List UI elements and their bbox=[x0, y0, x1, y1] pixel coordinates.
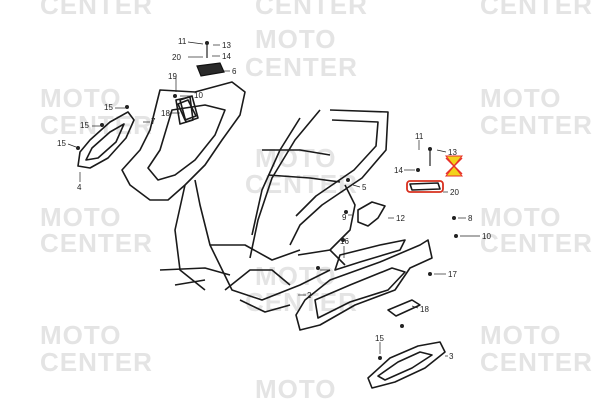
watermark-text: MOTO bbox=[480, 320, 562, 350]
callout-15: 15 bbox=[104, 103, 113, 112]
callout-15: 15 bbox=[375, 334, 384, 343]
callout-2: 2 bbox=[307, 291, 312, 300]
watermark-text: MOTO bbox=[40, 83, 122, 113]
highlight-outline bbox=[406, 180, 444, 193]
callout-12: 12 bbox=[396, 214, 405, 223]
watermark-text: MOTO bbox=[255, 143, 337, 173]
watermark-text: CENTER bbox=[255, 0, 368, 20]
callout-17: 17 bbox=[448, 270, 457, 279]
bolt-icon bbox=[76, 146, 80, 150]
bolt-icon bbox=[100, 123, 104, 127]
watermark-text: CENTER bbox=[40, 228, 153, 258]
callout-16: 16 bbox=[340, 237, 349, 246]
bracket-part-9[interactable] bbox=[357, 201, 386, 227]
callout-8: 8 bbox=[468, 214, 473, 223]
callout-5: 5 bbox=[362, 183, 367, 192]
callout-3: 3 bbox=[449, 352, 454, 361]
callout-10: 10 bbox=[194, 91, 203, 100]
watermark-text: MOTO bbox=[255, 374, 337, 400]
callout-labels: 11 20 13 14 6 19 10 18 15 15 15 7 4 11 1… bbox=[57, 37, 491, 361]
callout-15: 15 bbox=[80, 121, 89, 130]
bolt-icon bbox=[378, 356, 382, 360]
watermark-text: CENTER bbox=[245, 52, 358, 82]
bolt-icon bbox=[428, 272, 432, 276]
callout-4: 4 bbox=[77, 183, 82, 192]
bolt-icon bbox=[173, 94, 177, 98]
callout-11: 11 bbox=[415, 132, 424, 141]
bolt-icon bbox=[454, 234, 458, 238]
callout-14: 14 bbox=[222, 52, 231, 61]
bolt-icon bbox=[125, 105, 129, 109]
callout-6: 6 bbox=[232, 67, 237, 76]
highlighted-part-20[interactable] bbox=[406, 180, 444, 193]
watermark-text: CENTER bbox=[245, 169, 358, 199]
bolt-icon bbox=[400, 324, 404, 328]
fastener-group bbox=[76, 41, 458, 360]
callout-20: 20 bbox=[450, 188, 459, 197]
watermark-text: MOTO bbox=[480, 202, 562, 232]
leader-lines bbox=[67, 41, 480, 357]
bolt-icon bbox=[341, 238, 345, 242]
watermark-text: CENTER bbox=[480, 0, 593, 20]
watermark-text: CENTER bbox=[40, 347, 153, 377]
callout-9: 9 bbox=[342, 213, 347, 222]
watermark-text: CENTER bbox=[480, 110, 593, 140]
callout-7: 7 bbox=[151, 117, 156, 126]
leg-shield-inner-cover[interactable] bbox=[121, 81, 246, 201]
watermark-text: MOTO bbox=[40, 202, 122, 232]
callout-15: 15 bbox=[57, 139, 66, 148]
callout-19: 19 bbox=[168, 72, 177, 81]
watermark-text: CENTER bbox=[480, 347, 593, 377]
callout-11: 11 bbox=[178, 37, 187, 46]
callout-13: 13 bbox=[222, 41, 231, 50]
side-panel-part-4[interactable] bbox=[77, 111, 135, 169]
callout-10: 10 bbox=[482, 232, 491, 241]
floor-board-part-2[interactable] bbox=[295, 239, 433, 331]
bolt-icon bbox=[416, 168, 420, 172]
location-marker-icon bbox=[444, 155, 464, 177]
bolt-icon bbox=[205, 41, 209, 45]
main-frame[interactable] bbox=[159, 109, 389, 313]
bolt-icon bbox=[428, 147, 432, 151]
watermark-text: CENTER bbox=[40, 110, 153, 140]
callout-13: 13 bbox=[448, 148, 457, 157]
bolt-icon bbox=[452, 216, 456, 220]
bolt-icon bbox=[316, 266, 320, 270]
watermark-text: MOTO bbox=[480, 83, 562, 113]
bottom-cover-part-3[interactable] bbox=[367, 341, 446, 389]
bolt-icon bbox=[346, 178, 350, 182]
callout-18: 18 bbox=[420, 305, 429, 314]
watermark-text: CENTER bbox=[40, 0, 153, 20]
watermark-text: CENTER bbox=[480, 228, 593, 258]
plate-part-18[interactable] bbox=[177, 99, 421, 317]
watermark-text: MOTO bbox=[40, 320, 122, 350]
callout-14: 14 bbox=[394, 166, 403, 175]
watermark-text: MOTO bbox=[255, 24, 337, 54]
watermark-layer: CENTER CENTER CENTER MOTO CENTER MOTO CE… bbox=[40, 0, 593, 400]
callout-20: 20 bbox=[172, 53, 181, 62]
bolt-icon bbox=[344, 210, 348, 214]
callout-18: 18 bbox=[161, 109, 170, 118]
small-cover-part-6[interactable] bbox=[175, 62, 225, 125]
